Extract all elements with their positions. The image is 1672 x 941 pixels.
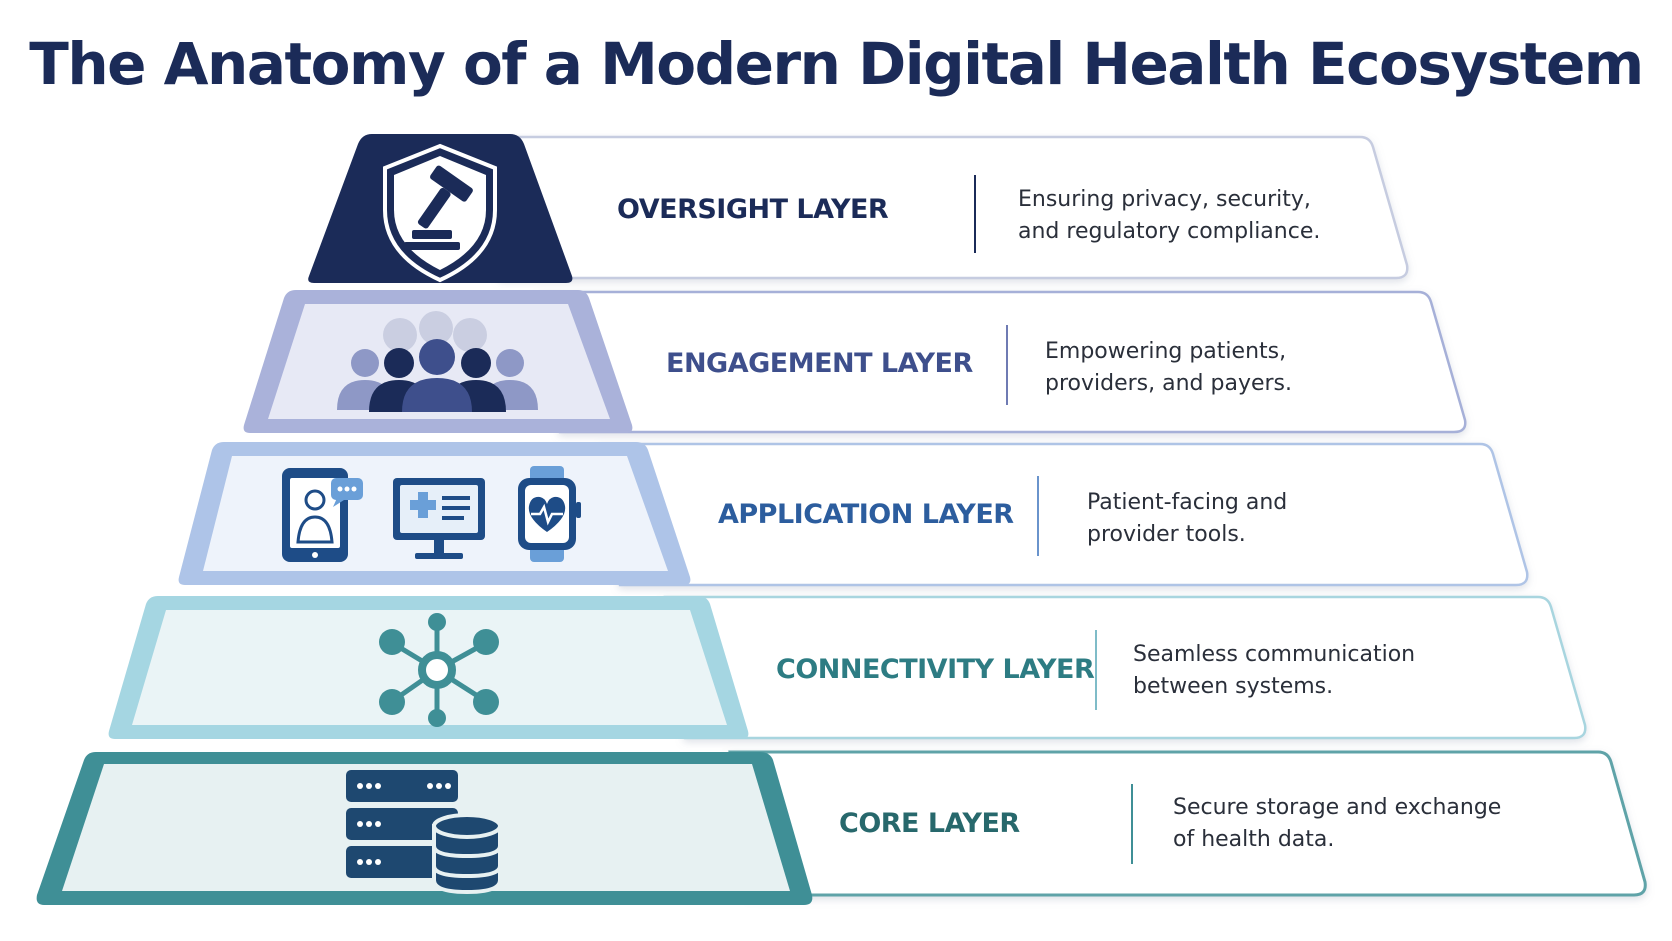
oversight-layer-name: OVERSIGHT LAYER — [617, 194, 889, 225]
core-divider — [1131, 784, 1133, 864]
application-card — [598, 442, 1529, 587]
tablet-doctor-icon — [282, 468, 363, 562]
connectivity-layer-name: CONNECTIVITY LAYER — [776, 654, 1095, 685]
engagement-card — [538, 290, 1467, 434]
application-desc-line1: Patient-facing and — [1087, 490, 1288, 515]
engagement-desc-line2: providers, and payers. — [1045, 371, 1292, 396]
connectivity-description: Seamless communication between systems. — [1133, 639, 1473, 703]
engagement-divider — [1006, 325, 1008, 405]
engagement-desc-line1: Empowering patients, — [1045, 339, 1287, 364]
oversight-divider — [974, 175, 976, 253]
people-group-icon — [337, 311, 538, 412]
oversight-desc-line1: Ensuring privacy, security, — [1018, 187, 1311, 212]
layer-cards — [476, 135, 1647, 897]
server-database-icon — [346, 770, 502, 895]
connectivity-desc-line2: between systems. — [1133, 674, 1334, 699]
engagement-layer-name: ENGAGEMENT LAYER — [666, 348, 973, 379]
application-layer-name: APPLICATION LAYER — [718, 499, 1014, 530]
core-desc-line2: of health data. — [1173, 827, 1335, 852]
engagement-description: Empowering patients, providers, and paye… — [1045, 336, 1385, 400]
application-divider — [1037, 476, 1039, 556]
core-description: Secure storage and exchange of health da… — [1173, 792, 1513, 856]
core-desc-line1: Secure storage and exchange — [1173, 795, 1502, 820]
core-card — [728, 750, 1647, 897]
devices-icon — [282, 466, 581, 562]
shield-gavel-icon — [383, 143, 497, 283]
application-description: Patient-facing and provider tools. — [1087, 487, 1427, 551]
monitor-medical-icon — [393, 478, 485, 559]
oversight-description: Ensuring privacy, security, and regulato… — [1018, 184, 1358, 248]
network-hub-icon — [379, 613, 499, 727]
connectivity-desc-line1: Seamless communication — [1133, 642, 1416, 667]
oversight-desc-line2: and regulatory compliance. — [1018, 219, 1321, 244]
page-title: The Anatomy of a Modern Digital Health E… — [29, 30, 1644, 98]
oversight-card — [476, 135, 1409, 280]
connectivity-divider — [1095, 630, 1097, 710]
core-layer-name: CORE LAYER — [839, 808, 1020, 839]
smartwatch-heart-icon — [518, 466, 581, 562]
connectivity-card — [663, 595, 1587, 740]
application-desc-line2: provider tools. — [1087, 522, 1246, 547]
